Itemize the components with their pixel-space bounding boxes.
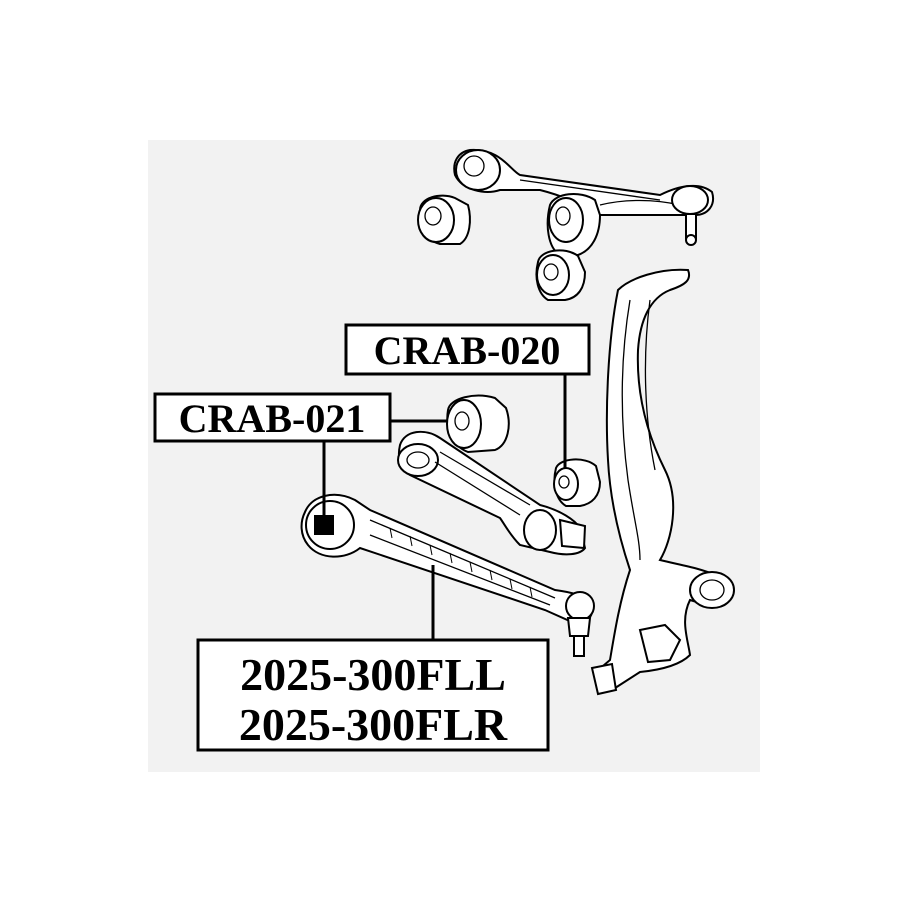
crab-020-bushing bbox=[553, 458, 602, 507]
crab-021-bushing bbox=[446, 394, 510, 454]
crab-021-position-marker bbox=[314, 515, 334, 535]
label-lower-arm-part-numbers: 2025-300FLL 2025-300FLR bbox=[196, 638, 550, 752]
upper-arm-bushing-middle bbox=[546, 193, 602, 256]
lower-arm-rib-hatching bbox=[389, 527, 533, 598]
label-crab-021-text: CRAB-021 bbox=[179, 396, 366, 441]
label-part-flr: 2025-300FLR bbox=[239, 699, 508, 750]
upper-control-arm bbox=[453, 148, 714, 246]
tension-strut bbox=[397, 430, 587, 556]
upper-arm-bushing-left bbox=[417, 194, 471, 245]
steering-knuckle bbox=[590, 268, 735, 696]
upper-arm-bushing-lower bbox=[535, 249, 587, 301]
label-crab-021: CRAB-021 bbox=[153, 392, 392, 443]
label-crab-020-text: CRAB-020 bbox=[374, 328, 561, 373]
label-part-fll: 2025-300FLL bbox=[240, 649, 506, 700]
label-crab-020: CRAB-020 bbox=[344, 323, 591, 376]
